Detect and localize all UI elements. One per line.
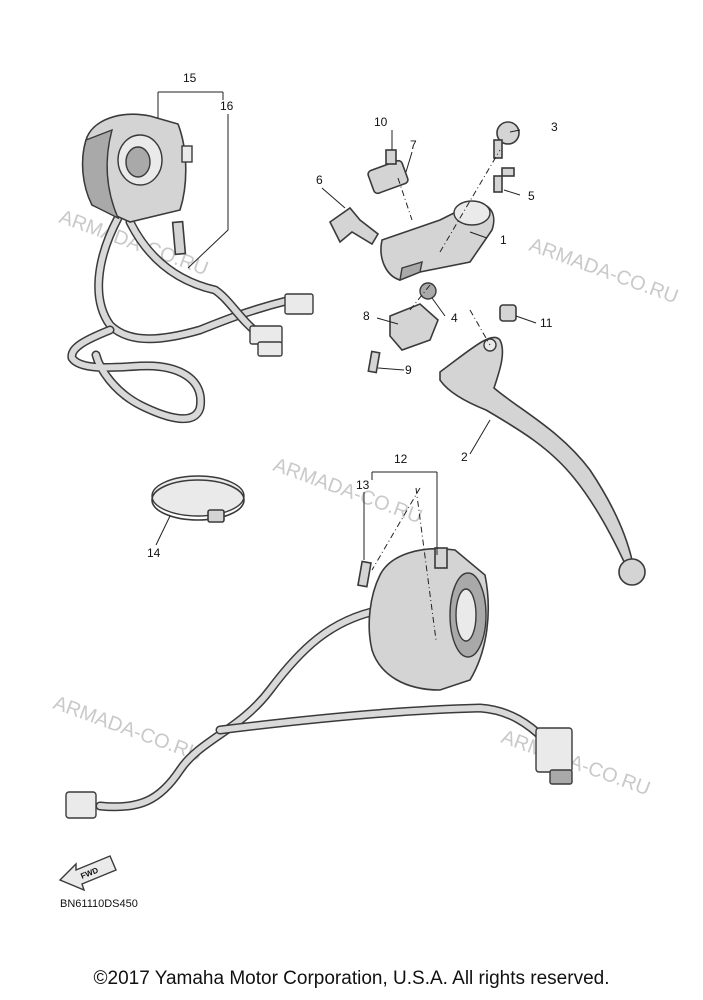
bracket-7 <box>367 159 409 195</box>
bolt-head-5 <box>501 167 515 177</box>
callout-8: 8 <box>363 309 370 323</box>
callout-11: 11 <box>540 316 553 330</box>
connector <box>535 727 573 773</box>
switch-knob <box>181 145 193 163</box>
watermark: ARMADA-CO.RU <box>526 234 681 308</box>
collar-11 <box>499 304 517 322</box>
screw <box>171 220 187 256</box>
screw-13 <box>357 560 372 588</box>
callout-6: 6 <box>316 173 323 187</box>
callout-4: 4 <box>451 311 458 325</box>
watermark: ARMADA-CO.RU <box>498 726 653 800</box>
connector <box>549 769 573 785</box>
callout-15: 15 <box>183 71 197 85</box>
connector <box>65 791 97 819</box>
nut-4 <box>419 282 437 300</box>
callout-12: 12 <box>394 452 408 466</box>
switch-8 <box>389 303 439 351</box>
callout-5: 5 <box>528 189 535 203</box>
left-handlebar-switch-assembly[interactable] <box>67 113 314 424</box>
lever[interactable] <box>439 336 646 586</box>
callout-14: 14 <box>147 546 161 560</box>
watermark: ARMADA-CO.RU <box>50 692 205 766</box>
callout-1: 1 <box>500 233 507 247</box>
callout-10: 10 <box>374 115 388 129</box>
callout-2: 2 <box>461 450 468 464</box>
cable-band[interactable] <box>151 475 245 523</box>
switch-knob <box>434 547 448 569</box>
fwd-arrow: FWD <box>58 855 117 892</box>
right-handlebar-switch-assembly[interactable] <box>65 547 573 819</box>
callout-3: 3 <box>551 120 558 134</box>
knob-3 <box>496 121 520 145</box>
screw-10 <box>385 149 397 165</box>
callout-9: 9 <box>405 363 412 377</box>
diagram-code: BN61110DS450 <box>60 898 138 910</box>
small-fasteners <box>328 121 520 374</box>
copyright-notice: ©2017 Yamaha Motor Corporation, U.S.A. A… <box>93 968 610 989</box>
leader-lines <box>155 91 537 641</box>
callout-labels: 15 16 10 7 3 6 5 1 8 4 11 9 2 12 13 14 <box>147 71 558 560</box>
screw-9 <box>367 350 381 374</box>
connector <box>284 293 314 315</box>
bolt-5 <box>493 175 503 193</box>
callout-13: 13 <box>356 478 370 492</box>
callout-16: 16 <box>220 99 234 113</box>
lever-holder[interactable] <box>367 159 495 282</box>
bolt-3 <box>493 139 503 159</box>
callout-7: 7 <box>410 138 417 152</box>
pin-6 <box>328 206 380 246</box>
connector <box>257 341 283 357</box>
